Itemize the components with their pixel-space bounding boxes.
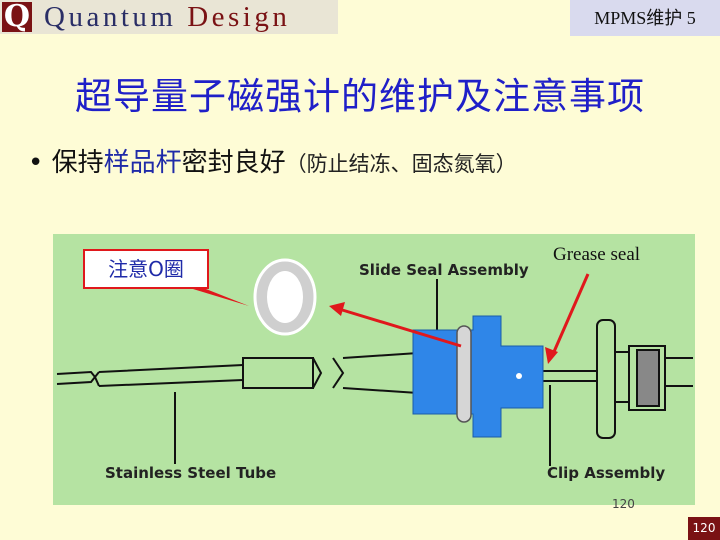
logo-word-quantum: Quantum bbox=[44, 1, 177, 33]
label-clip-assembly: Clip Assembly bbox=[547, 464, 665, 482]
grease-seal-disk bbox=[456, 325, 472, 423]
logo-letter: Q bbox=[3, 0, 31, 34]
bullet-text-paren: （防止结冻、固态氮氧） bbox=[285, 152, 517, 176]
callout-box bbox=[83, 249, 209, 289]
slide-title: 超导量子磁强计的维护及注意事项 bbox=[75, 75, 645, 118]
bullet-point: • 保持样品杆密封良好（防止结冻、固态氮氧） bbox=[28, 142, 517, 179]
sample-rod-diagram-svg: 注意O圈 Slide Seal Assembly Grease seal Sta… bbox=[56, 244, 693, 482]
slide-seal-hole bbox=[516, 373, 522, 379]
page-number-badge: 120 bbox=[688, 517, 720, 540]
slide-seal-body bbox=[412, 315, 544, 438]
bullet-text-plain: 保持 bbox=[51, 148, 104, 178]
sample-rod-diagram: 注意O圈 Slide Seal Assembly Grease seal Sta… bbox=[53, 234, 695, 505]
red-arrows bbox=[329, 273, 590, 364]
bullet-text-highlight: 样品杆 bbox=[103, 148, 182, 178]
logo-wordmark: Quantum Design bbox=[44, 1, 290, 34]
label-steel-tube: Stainless Steel Tube bbox=[105, 464, 276, 482]
slide-section-label: MPMS维护 5 bbox=[570, 0, 720, 36]
company-logo: Q Quantum Design bbox=[0, 0, 338, 34]
label-slide-seal: Slide Seal Assembly bbox=[359, 261, 529, 279]
o-ring-icon bbox=[253, 258, 317, 336]
logo-word-design: Design bbox=[187, 1, 291, 33]
logo-mark: Q bbox=[2, 0, 32, 34]
bullet-marker: • bbox=[28, 148, 44, 178]
page-number-faint: 120 bbox=[612, 497, 635, 511]
clip-assembly-shape bbox=[596, 319, 693, 439]
callout-oring-text: 注意O圈 bbox=[108, 257, 184, 281]
bullet-text-rest: 密封良好 bbox=[181, 148, 286, 178]
label-grease-seal: Grease seal bbox=[553, 244, 640, 265]
